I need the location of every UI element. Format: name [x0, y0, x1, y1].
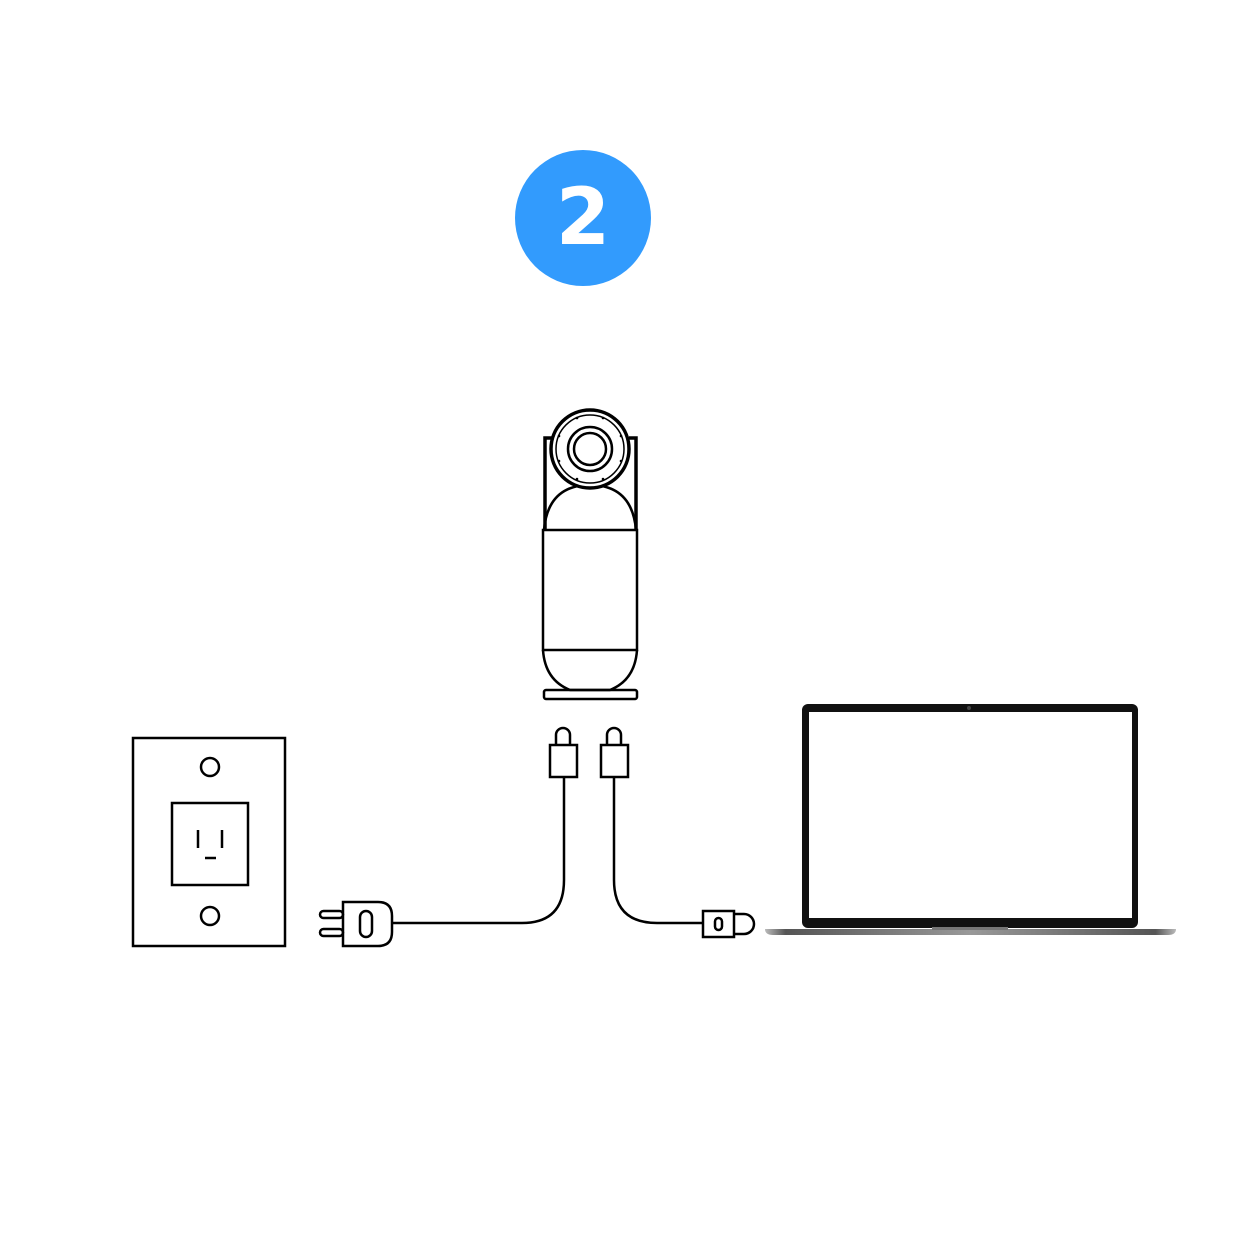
conference-camera-icon	[541, 408, 639, 701]
wall-outlet-icon	[131, 736, 287, 948]
power-cable	[392, 777, 566, 925]
power-plug-icon	[318, 900, 394, 948]
step-number-badge: 2	[515, 150, 651, 286]
camera-usb-connector-icon	[599, 726, 630, 779]
usb-plug-icon	[701, 909, 756, 939]
usb-cable	[612, 777, 703, 925]
camera-power-connector-icon	[548, 726, 579, 779]
laptop-icon	[765, 704, 1176, 935]
